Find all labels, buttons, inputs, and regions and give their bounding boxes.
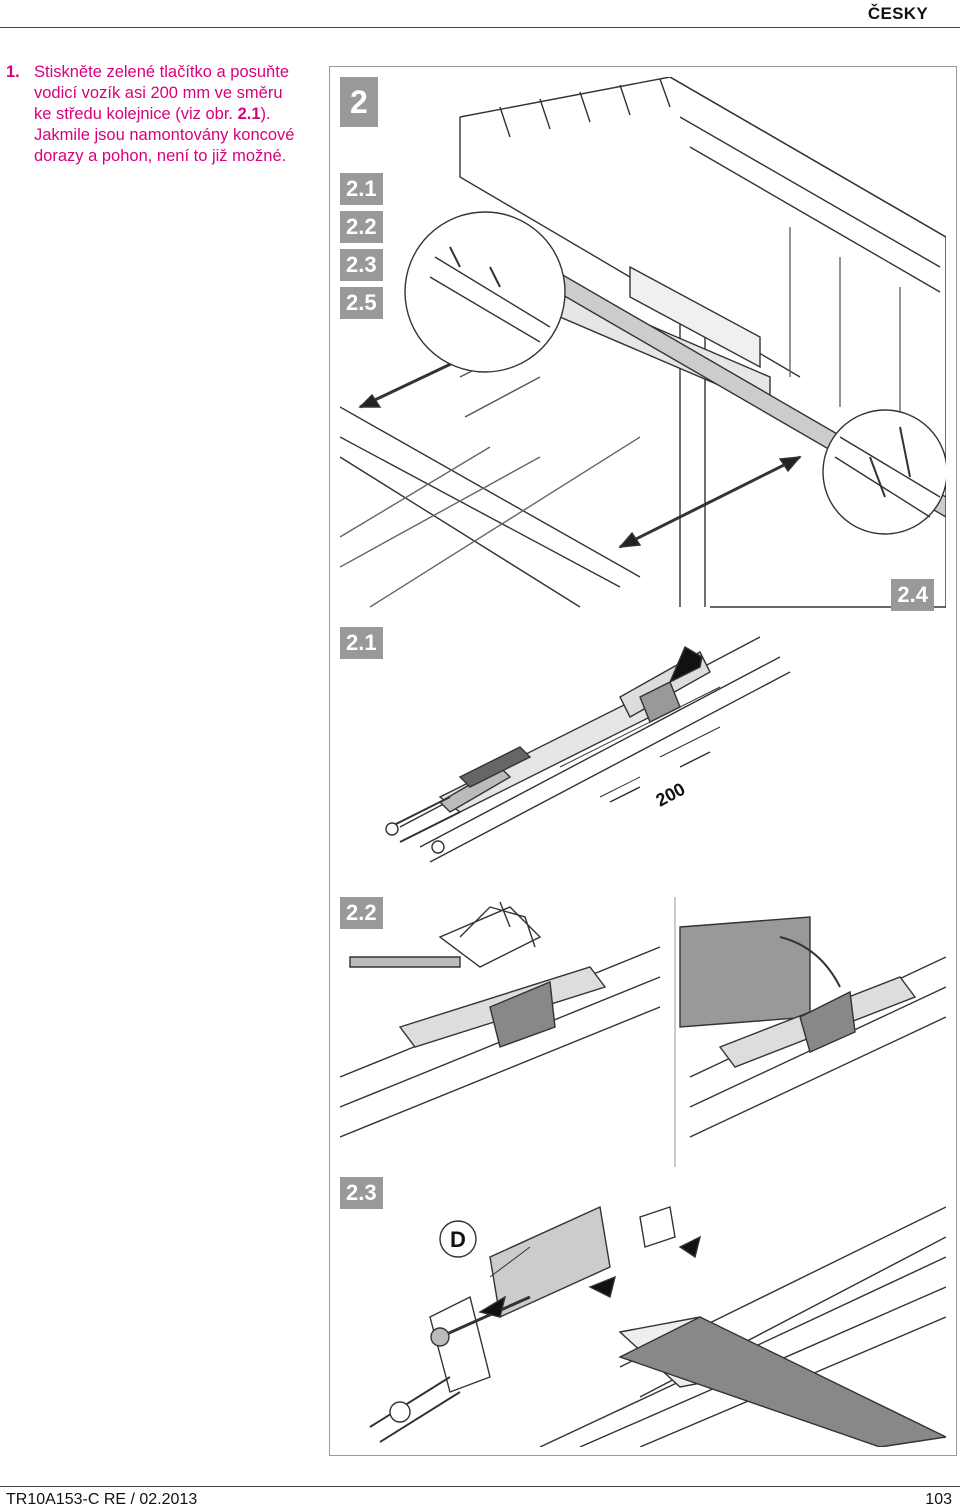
instruction-block: 1. Stiskněte zelené tlačítko a posuňte v… xyxy=(6,62,306,167)
panel-2-2: 2.2 xyxy=(340,897,946,1167)
instruction-line-3b: ). xyxy=(260,105,271,123)
subfigure-tag-2-2: 2.2 xyxy=(340,211,383,243)
subfigure-tag-2-1: 2.1 xyxy=(340,173,383,205)
panel-2-1-tag: 2.1 xyxy=(340,627,383,659)
callout-d-label: D xyxy=(450,1227,466,1252)
document-code: TR10A153-C RE / 02.2013 xyxy=(6,1491,198,1508)
instruction-text: Stiskněte zelené tlačítko a posuňte vodi… xyxy=(34,62,306,167)
overview-illustration xyxy=(340,77,946,608)
panel-2-3-tag: 2.3 xyxy=(340,1177,383,1209)
instruction-line-2: vodicí vozík asi 200 mm ve směru xyxy=(34,84,283,102)
panel-2-2-illustration xyxy=(340,897,946,1167)
language-label: ČESKY xyxy=(867,4,928,23)
panel-overview: 2 2.1 2.2 2.3 2.5 2.4 xyxy=(340,77,946,617)
callout-d-circle xyxy=(439,1220,477,1258)
footer-rule xyxy=(0,1486,960,1487)
panel-2-3-illustration: D xyxy=(369,1205,946,1447)
panel-2-2-tag: 2.2 xyxy=(340,897,383,929)
panel-2-1-illustration: 200 xyxy=(385,636,791,863)
page-number: 103 xyxy=(925,1491,952,1508)
figure-frame: 2 2.1 2.2 2.3 2.5 2.4 200 2. xyxy=(329,66,957,1456)
panel-2-1: 200 2.1 xyxy=(340,627,946,867)
instruction-line-1: Stiskněte zelené tlačítko a posuňte xyxy=(34,63,289,81)
figure-reference: 2.1 xyxy=(237,105,261,123)
instruction-line-5: dorazy a pohon, není to již možné. xyxy=(34,147,287,165)
main-figure-tag: 2 xyxy=(340,77,378,127)
subfigure-tag-2-3: 2.3 xyxy=(340,249,383,281)
instruction-line-3a: ke středu kolejnice (viz obr. xyxy=(34,105,238,123)
dimension-label: 200 xyxy=(652,779,688,811)
subfigure-tag-2-5: 2.5 xyxy=(340,287,383,319)
instruction-line-4: Jakmile jsou namontovány koncové xyxy=(34,126,295,144)
subfigure-tag-2-4: 2.4 xyxy=(891,579,934,611)
header-rule xyxy=(0,27,960,28)
panel-2-3: D 2.3 xyxy=(340,1177,946,1447)
step-number: 1. xyxy=(6,63,20,81)
